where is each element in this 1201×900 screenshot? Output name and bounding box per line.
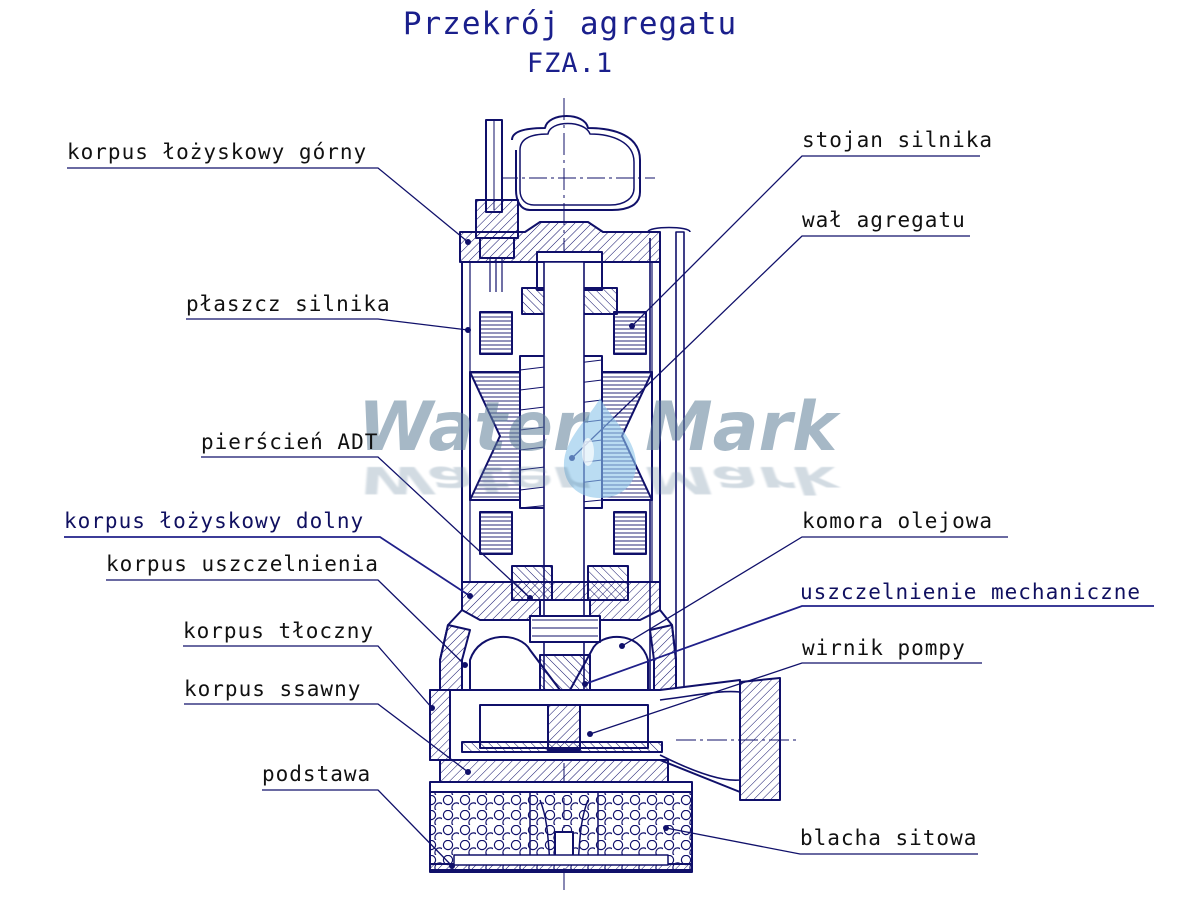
diagram-title: Przekrój agregatu	[402, 6, 738, 42]
leader-uszczelnienie-mechaniczne	[584, 605, 1154, 685]
leader-komora-olejowa	[621, 536, 1008, 647]
pump-body	[429, 98, 800, 890]
watermark-drop-icon	[563, 398, 637, 498]
watermark-right-reflection: Mark	[645, 457, 838, 502]
label-korpus-lozyskowy-dolny: korpus łożyskowy dolny	[64, 509, 365, 533]
watermark-right: Mark	[645, 388, 838, 467]
label-blacha-sitowa: blacha sitowa	[800, 826, 978, 850]
label-komora-olejowa: komora olejowa	[802, 509, 994, 533]
leader-dots	[429, 239, 669, 869]
label-korpus-uszczelnienia: korpus uszczelnienia	[106, 552, 379, 576]
leader-podstawa	[262, 789, 453, 867]
label-wal-agregatu: wał agregatu	[802, 208, 966, 232]
diagram-subtitle: FZA.1	[526, 48, 614, 79]
label-podstawa: podstawa	[262, 762, 372, 786]
label-plaszcz-silnika: płaszcz silnika	[186, 292, 391, 316]
leader-pierscien-adt	[201, 456, 531, 599]
leader-korpus-uszczelnienia	[106, 579, 466, 666]
label-uszczelnienie-mechaniczne: uszczelnienie mechaniczne	[800, 580, 1142, 604]
leader-wirnik-pompy	[589, 662, 982, 735]
watermark-left-reflection: Water	[358, 457, 587, 502]
label-wirnik-pompy: wirnik pompy	[802, 636, 966, 660]
leader-korpus-lozyskowy-gorny	[67, 167, 469, 243]
label-korpus-ssawny: korpus ssawny	[184, 677, 362, 701]
leader-plaszcz-silnika	[186, 318, 469, 331]
lifting-handle	[511, 115, 641, 211]
leader-blacha-sitowa	[665, 827, 978, 855]
leader-stojan-silnika	[631, 155, 980, 327]
label-pierscien-adt: pierścień ADT	[201, 430, 379, 454]
leader-korpus-ssawny	[184, 703, 469, 773]
label-stojan-silnika: stojan silnika	[802, 128, 994, 152]
leader-korpus-lozyskowy-dolny	[64, 536, 471, 597]
label-korpus-lozyskowy-gorny: korpus łożyskowy górny	[67, 140, 368, 164]
suction-casing	[439, 759, 669, 783]
discharge-outlet	[739, 677, 781, 801]
leader-lines	[64, 155, 1154, 867]
leader-wal-agregatu	[571, 235, 970, 459]
watermark-left: Water	[358, 388, 587, 467]
label-korpus-tloczny: korpus tłoczny	[183, 619, 375, 643]
leader-korpus-tloczny	[183, 645, 433, 709]
